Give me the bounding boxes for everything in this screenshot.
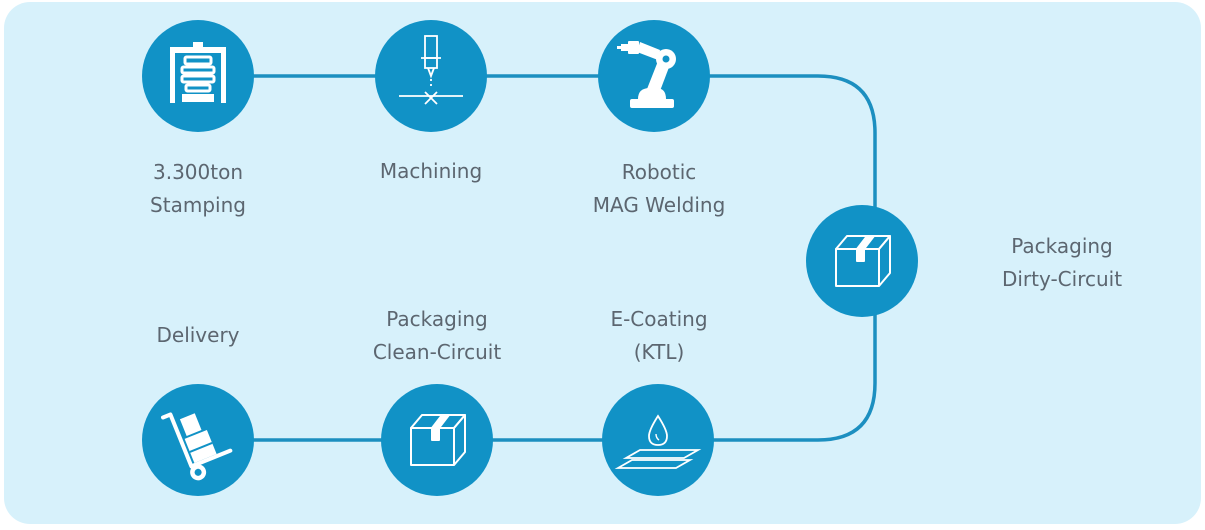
label-line: (KTL) [633, 340, 685, 364]
flow-connector [198, 74, 877, 442]
label-stamping: 3.300ton Stamping [150, 156, 246, 222]
label-line: E-Coating [610, 307, 708, 331]
label-machining: Machining [380, 155, 482, 188]
label-line: Dirty-Circuit [1001, 267, 1123, 291]
node-stamping [142, 20, 254, 132]
label-line: Clean-Circuit [372, 340, 502, 364]
node-delivery [142, 384, 254, 496]
label-delivery: Delivery [156, 319, 239, 352]
label-welding: Robotic MAG Welding [593, 156, 726, 222]
label-line: Packaging [1011, 234, 1113, 258]
node-welding [598, 20, 710, 132]
cnc-tool-icon [399, 35, 463, 105]
label-line: Machining [379, 159, 483, 183]
label-packaging-clean: Packaging Clean-Circuit [373, 303, 501, 369]
node-packaging-clean [381, 384, 493, 496]
label-line: MAG Welding [592, 193, 726, 217]
node-machining [375, 20, 487, 132]
label-line: Packaging [386, 307, 488, 331]
box-icon [410, 414, 466, 466]
label-line: Stamping [150, 193, 246, 217]
press-icon [170, 42, 226, 103]
label-packaging-dirty: Packaging Dirty-Circuit [1002, 230, 1122, 296]
label-line: 3.300ton [152, 160, 243, 184]
label-line: Delivery [156, 323, 240, 347]
label-ecoating: E-Coating (KTL) [610, 303, 707, 369]
robot-arm-icon [617, 41, 676, 108]
node-ecoating [602, 384, 714, 496]
drop-plates-icon [614, 414, 702, 469]
label-line: Robotic [621, 160, 697, 184]
node-packaging-dirty [806, 205, 918, 317]
hand-truck-icon [161, 412, 233, 481]
box-icon [835, 235, 891, 287]
